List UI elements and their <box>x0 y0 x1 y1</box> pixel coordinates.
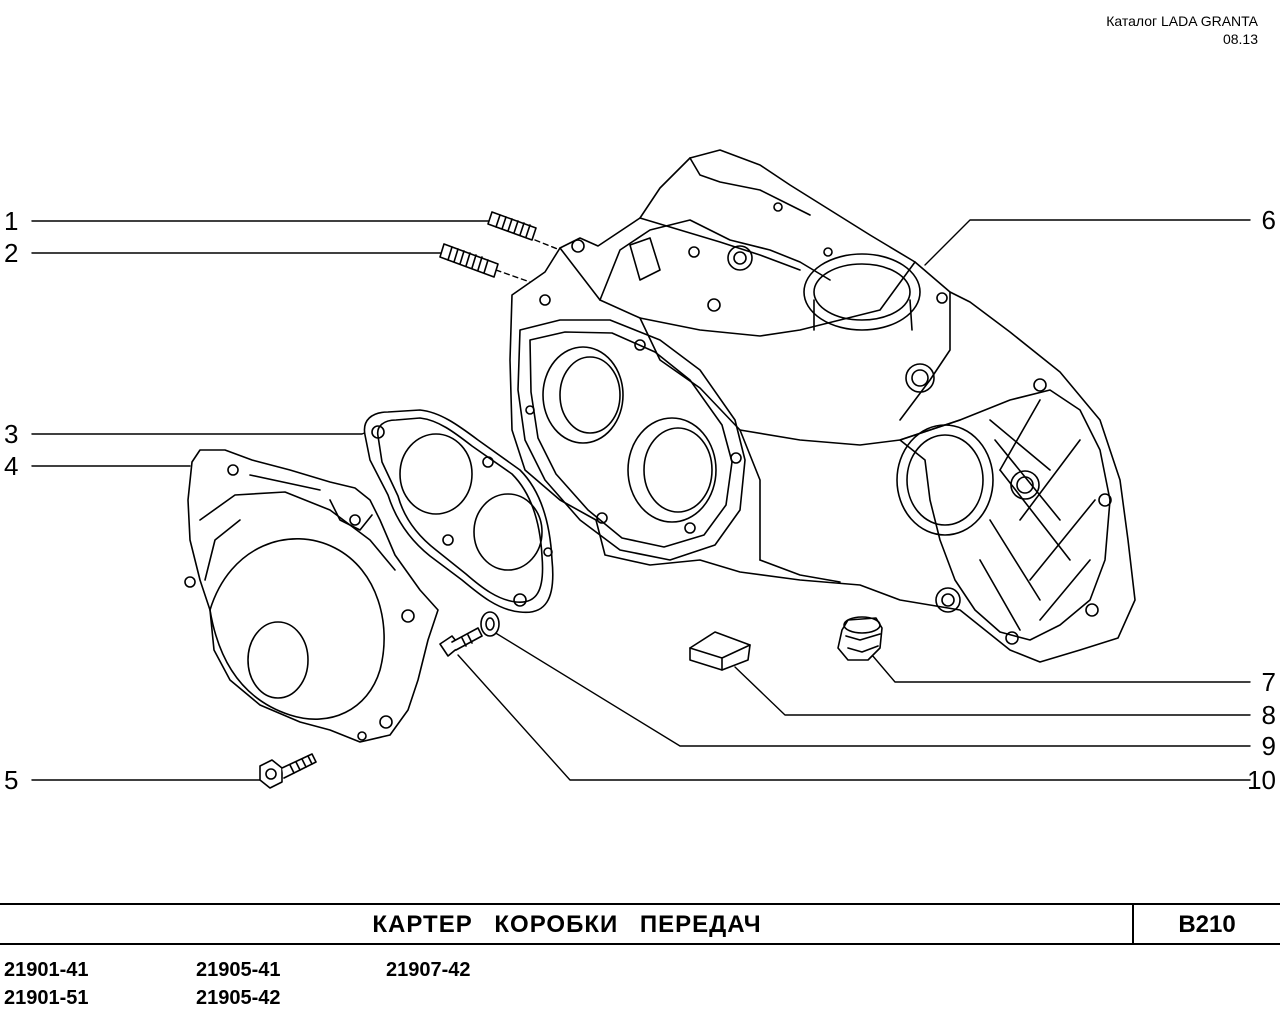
callout-5: 5 <box>4 765 18 795</box>
drain-plug-part-7 <box>837 616 883 661</box>
housing-cover-part-4 <box>184 449 439 743</box>
model-code: 21901-41 <box>4 959 89 981</box>
model-code: 21907-42 <box>386 959 471 981</box>
callout-7: 7 <box>1262 667 1276 697</box>
title-bar: КАРТЕР КОРОБКИ ПЕРЕДАЧ В210 <box>0 903 1280 945</box>
screw-part-10 <box>439 627 483 657</box>
exploded-parts-diagram: 1 2 3 4 5 6 7 8 9 10 <box>4 149 1276 795</box>
model-code: 21905-42 <box>196 987 281 1009</box>
catalog-header: Каталог LADA GRANTA 08.13 <box>1106 12 1258 48</box>
leader-lines <box>31 219 1251 781</box>
callout-2: 2 <box>4 238 18 268</box>
catalog-name: Каталог LADA GRANTA <box>1106 13 1258 29</box>
gearbox-housing-part-6 <box>509 149 1136 663</box>
bolt-part-5 <box>259 753 317 789</box>
gasket-part-3 <box>363 409 554 614</box>
catalog-date: 08.13 <box>1222 31 1258 47</box>
model-code: 21905-41 <box>196 959 281 981</box>
stud-part-1 <box>487 211 537 241</box>
section-code: В210 <box>1178 911 1236 938</box>
title-divider <box>1132 905 1134 943</box>
callout-1: 1 <box>4 206 18 236</box>
page-title: КАРТЕР КОРОБКИ ПЕРЕДАЧ <box>372 911 762 938</box>
callout-4: 4 <box>4 451 18 481</box>
model-list: 21901-41 21901-51 21905-41 21905-42 2190… <box>0 954 1280 1014</box>
model-code: 21901-51 <box>4 987 89 1009</box>
callout-3: 3 <box>4 419 18 449</box>
magnet-part-8 <box>689 631 751 671</box>
callout-8: 8 <box>1262 700 1276 730</box>
callout-6: 6 <box>1262 205 1276 235</box>
stud-part-2 <box>439 243 499 278</box>
callout-labels: 1 2 3 4 5 6 7 8 9 10 <box>4 205 1276 795</box>
callout-10: 10 <box>1247 765 1276 795</box>
lock-washer-part-9 <box>480 611 500 637</box>
callout-9: 9 <box>1262 731 1276 761</box>
